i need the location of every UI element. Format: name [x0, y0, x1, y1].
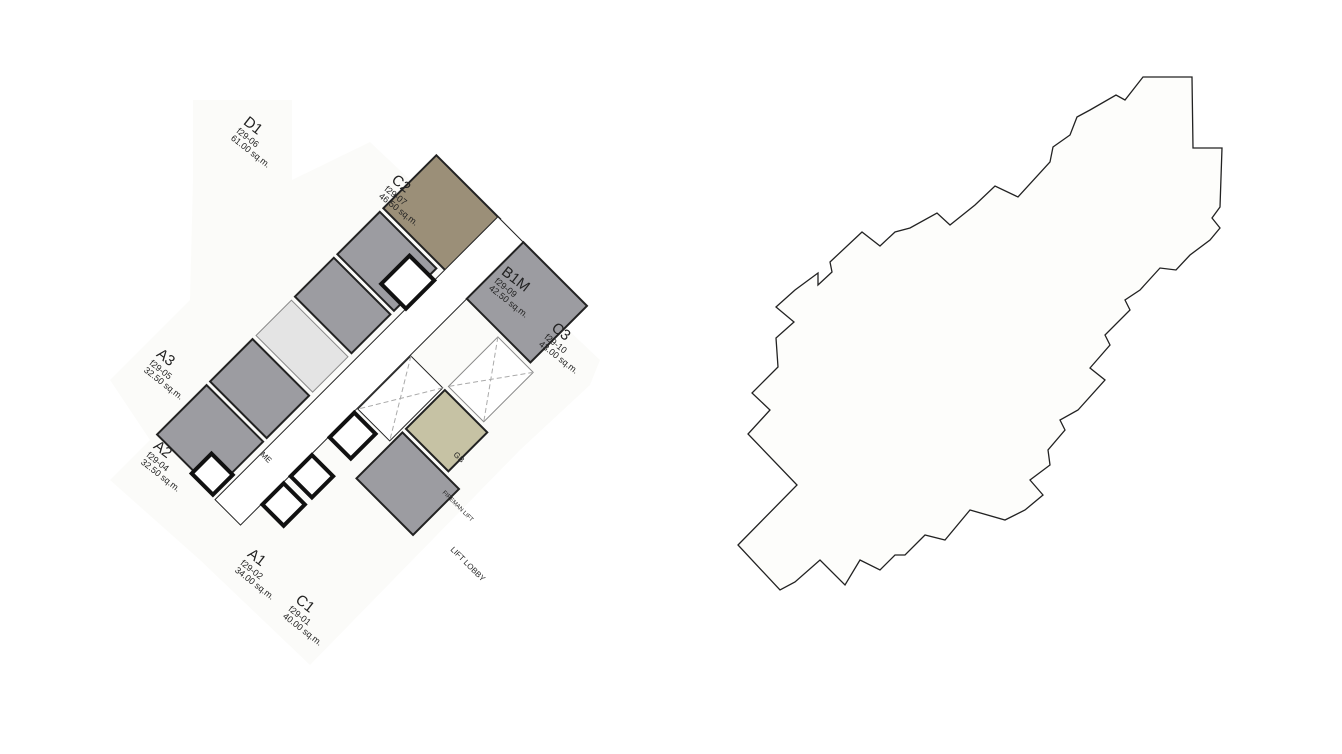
unit-a1[interactable] — [208, 337, 311, 440]
unit-c1[interactable] — [155, 383, 265, 493]
me-room[interactable] — [255, 299, 349, 393]
lift — [287, 452, 336, 501]
lift — [188, 450, 236, 498]
corridor — [214, 216, 525, 526]
lift — [259, 480, 308, 529]
floor-outline[interactable] — [737, 76, 1223, 591]
stair-core — [326, 409, 379, 462]
unit-b1m[interactable] — [404, 388, 489, 473]
unit-a2[interactable] — [293, 256, 392, 355]
unit-c3[interactable] — [355, 431, 461, 537]
stair-core — [378, 252, 438, 312]
unit-c2[interactable] — [465, 240, 589, 364]
